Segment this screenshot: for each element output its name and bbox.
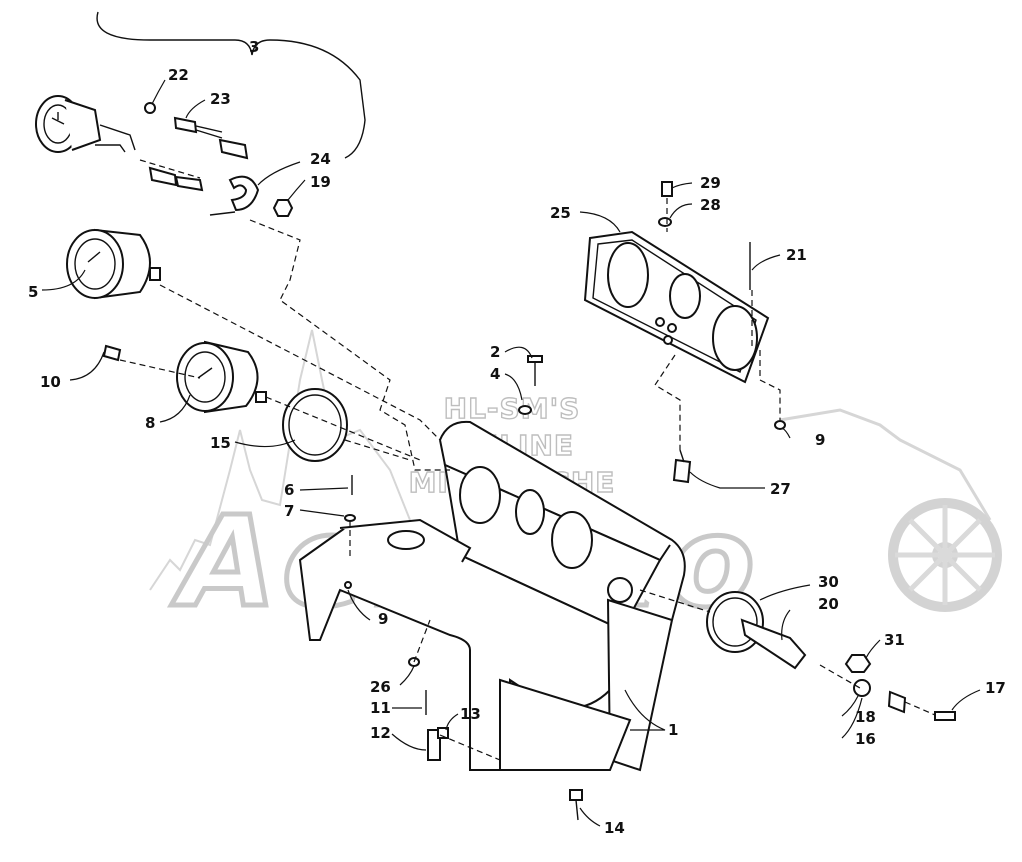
- callout-29: 29: [700, 174, 721, 192]
- callout-20: 20: [818, 595, 839, 613]
- instrument-panel-25: [583, 181, 786, 484]
- callout-1: 1: [668, 721, 678, 739]
- callout-17: 17: [985, 679, 1006, 697]
- callout-30: 30: [818, 573, 839, 591]
- assembly-brace: [96, 11, 366, 159]
- callout-15: 15: [210, 434, 231, 452]
- callout-27: 27: [770, 480, 791, 498]
- callout-10: 10: [40, 373, 61, 391]
- hardware: [344, 355, 956, 821]
- callout-25: 25: [550, 204, 571, 222]
- tachometer-assembly: [35, 95, 294, 217]
- callout-4: 4: [490, 365, 500, 383]
- leader-lines: [41, 79, 981, 827]
- callout-14: 14: [604, 819, 625, 837]
- callout-31: 31: [884, 631, 905, 649]
- callout-8: 8: [145, 414, 155, 432]
- gauge-8: [102, 340, 267, 414]
- dash-console-1: [298, 420, 686, 772]
- callout-9-right: 9: [815, 431, 825, 449]
- callout-16: 16: [855, 730, 876, 748]
- callout-12: 12: [370, 724, 391, 742]
- wire-routing: [119, 159, 711, 761]
- callout-11: 11: [370, 699, 391, 717]
- callout-9-left: 9: [378, 610, 388, 628]
- callout-7: 7: [284, 502, 294, 520]
- callout-22: 22: [168, 66, 189, 84]
- callout-3: 3: [249, 38, 259, 56]
- gauge-5: [66, 228, 161, 300]
- callout-19: 19: [310, 173, 331, 191]
- callout-24: 24: [310, 150, 331, 168]
- callout-5: 5: [28, 283, 38, 301]
- callout-13: 13: [460, 705, 481, 723]
- watermark-line-1: HL-SM'S: [444, 392, 581, 425]
- callout-18: 18: [855, 708, 876, 726]
- bezel-ring-15: [282, 388, 348, 462]
- callout-23: 23: [210, 90, 231, 108]
- callout-2: 2: [490, 343, 500, 361]
- callout-labels: 1 2 3 4 5 6 7 8 9 9 10 11 12 13 14 15 16…: [28, 38, 1006, 837]
- callout-21: 21: [786, 246, 807, 264]
- callout-26: 26: [370, 678, 391, 696]
- callout-28: 28: [700, 196, 721, 214]
- callout-6: 6: [284, 481, 294, 499]
